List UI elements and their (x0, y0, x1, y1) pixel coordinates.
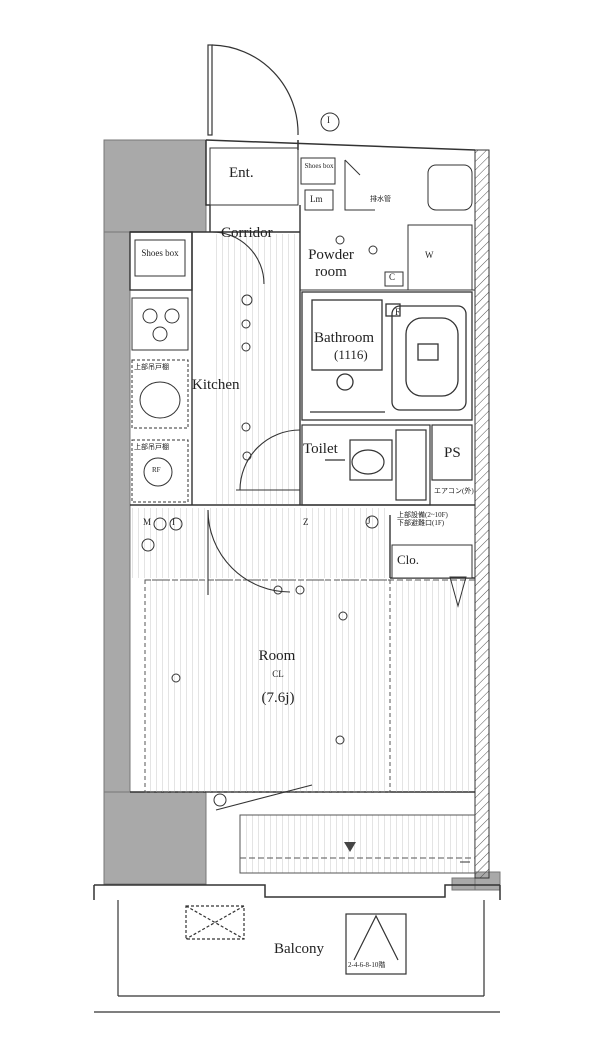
room-floor (144, 579, 391, 793)
balcony (94, 900, 500, 1013)
shoes-box (134, 239, 186, 277)
label-entrance-shoes: Shoes box (304, 162, 334, 170)
label-closet: Clo. (397, 552, 420, 567)
room-floor-right (392, 580, 472, 792)
south-east-pier (451, 877, 476, 891)
top-circle-mark (320, 112, 340, 132)
label-pipe-note: 排水管 (370, 195, 391, 203)
label-top-circle: I (327, 115, 330, 125)
label-balcony: Balcony (274, 941, 324, 957)
label-bathroom: Bathroom (314, 330, 374, 346)
west-column-top (103, 139, 207, 233)
label-washer: W (425, 250, 434, 260)
bathroom (301, 291, 473, 421)
west-column-bottom (103, 791, 207, 885)
label-shoes-box: Shoes box (141, 248, 179, 258)
label-room-mark-j: J (367, 516, 371, 526)
corridor-floor (212, 234, 298, 504)
label-room: Room (258, 648, 296, 664)
powder-room (300, 164, 475, 291)
toilet-room (301, 424, 473, 506)
closet (391, 544, 473, 579)
label-room-mark-m: M (143, 517, 152, 527)
label-room-mark-i: I (172, 517, 175, 527)
label-ps: PS (444, 445, 461, 461)
room-window-area (239, 814, 476, 874)
label-entrance-small: Lm (310, 194, 323, 204)
label-wall-note: 上部設備(2~10F) 下部避難口(1F) (397, 511, 448, 527)
label-corridor: Corridor (221, 225, 273, 241)
label-room-mark-z: Z (303, 517, 309, 527)
label-fridge: C (389, 272, 396, 282)
room-floor-upper (132, 508, 390, 578)
kitchen-counter (131, 297, 189, 503)
label-entrance: Ent. (229, 165, 254, 181)
closet-mark (449, 576, 467, 608)
label-aircon-note: エアコン(外) (434, 487, 474, 495)
label-floor-mark-f: F (395, 307, 401, 317)
label-kitchen-note-1: 上部吊戸棚 (134, 363, 169, 371)
outlets (141, 294, 379, 807)
west-wall-kitchen (103, 231, 131, 793)
room-arrow-mark (344, 842, 356, 852)
label-room-size: (7.6j) (261, 690, 295, 706)
label-room-cl: CL (272, 669, 284, 679)
label-bathroom-size: (1116) (334, 347, 368, 362)
label-sink-note: RF (152, 466, 161, 474)
east-hatched-wall (474, 149, 490, 879)
label-kitchen-note-2: 上部吊戸棚 (134, 443, 169, 451)
label-balcony-note: 2-4-6-8-10階 (348, 961, 386, 969)
entrance-door (207, 44, 299, 136)
label-kitchen: Kitchen (192, 377, 240, 393)
label-powder-room: Powder room (308, 247, 354, 280)
corridor-door (211, 231, 301, 491)
room-door (207, 509, 313, 811)
label-toilet: Toilet (303, 441, 338, 457)
entrance-area (209, 147, 375, 211)
